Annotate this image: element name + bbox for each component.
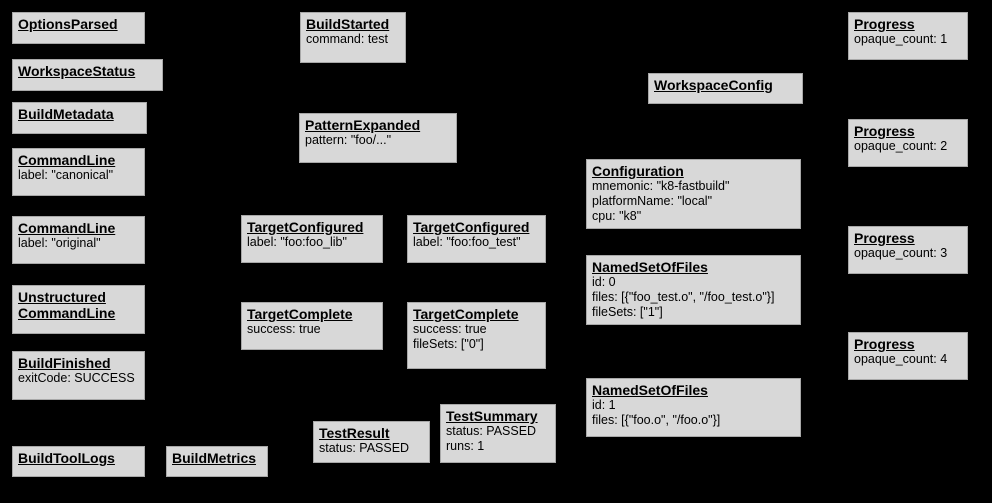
node-attribute: exitCode: SUCCESS [18,371,135,385]
node-attribute: label: "foo:foo_lib" [247,235,347,249]
node-title: TargetConfigured [413,219,530,235]
node-attribute: opaque_count: 2 [854,139,948,153]
node-title: Progress [854,336,915,352]
node-title: CommandLine [18,305,116,321]
node-attribute: status: PASSED [319,441,410,455]
node-attribute: id: 1 [592,398,616,412]
node-attribute: opaque_count: 3 [854,246,948,260]
node-title: TargetConfigured [247,219,364,235]
node-attribute: label: "canonical" [18,168,114,182]
node-attribute: id: 0 [592,275,616,289]
node-title: PatternExpanded [305,117,421,133]
node-title: BuildToolLogs [18,450,115,466]
node-attribute: pattern: "foo/..." [305,133,392,147]
node-title: Progress [854,16,915,32]
node-attribute: fileSets: ["1"] [592,305,663,319]
node-attribute: label: "original" [18,236,101,250]
node-attribute: status: PASSED [446,424,537,438]
node-workspace-config[interactable]: WorkspaceConfig [648,73,803,104]
node-options-parsed[interactable]: OptionsParsed [12,12,145,44]
node-title: CommandLine [18,152,116,168]
node-attribute: cpu: "k8" [592,209,642,223]
node-attribute: files: [{"foo_test.o", "/foo_test.o"}] [592,290,775,304]
node-title: WorkspaceStatus [18,63,136,79]
node-title: BuildMetadata [18,106,114,122]
node-attribute: files: [{"foo.o", "/foo.o"}] [592,413,721,427]
node-title: TestSummary [446,408,538,424]
node-attribute: command: test [306,32,388,46]
node-attribute: runs: 1 [446,439,485,453]
node-title: WorkspaceConfig [654,77,773,93]
node-attribute: success: true [413,322,487,336]
node-title: BuildStarted [306,16,390,32]
node-title: BuildFinished [18,355,111,371]
node-title: CommandLine [18,220,116,236]
node-title: Progress [854,230,915,246]
node-attribute: opaque_count: 4 [854,352,948,366]
node-attribute: label: "foo:foo_test" [413,235,521,249]
node-title: TestResult [319,425,390,441]
node-title: TargetComplete [247,306,353,322]
node-build-metadata[interactable]: BuildMetadata [12,102,147,134]
node-title: Unstructured [18,289,106,305]
node-title: OptionsParsed [18,16,118,32]
node-title: BuildMetrics [172,450,257,466]
node-title: NamedSetOfFiles [592,259,708,275]
node-title: NamedSetOfFiles [592,382,708,398]
node-attribute: fileSets: ["0"] [413,337,484,351]
node-workspace-status[interactable]: WorkspaceStatus [12,59,163,91]
node-build-metrics[interactable]: BuildMetrics [166,446,268,477]
node-attribute: mnemonic: "k8-fastbuild" [592,179,730,193]
node-title: Configuration [592,163,684,179]
node-attribute: success: true [247,322,321,336]
node-attribute: opaque_count: 1 [854,32,948,46]
node-title: TargetComplete [413,306,519,322]
node-build-tool-logs[interactable]: BuildToolLogs [12,446,145,477]
node-title: Progress [854,123,915,139]
node-attribute: platformName: "local" [592,194,713,208]
